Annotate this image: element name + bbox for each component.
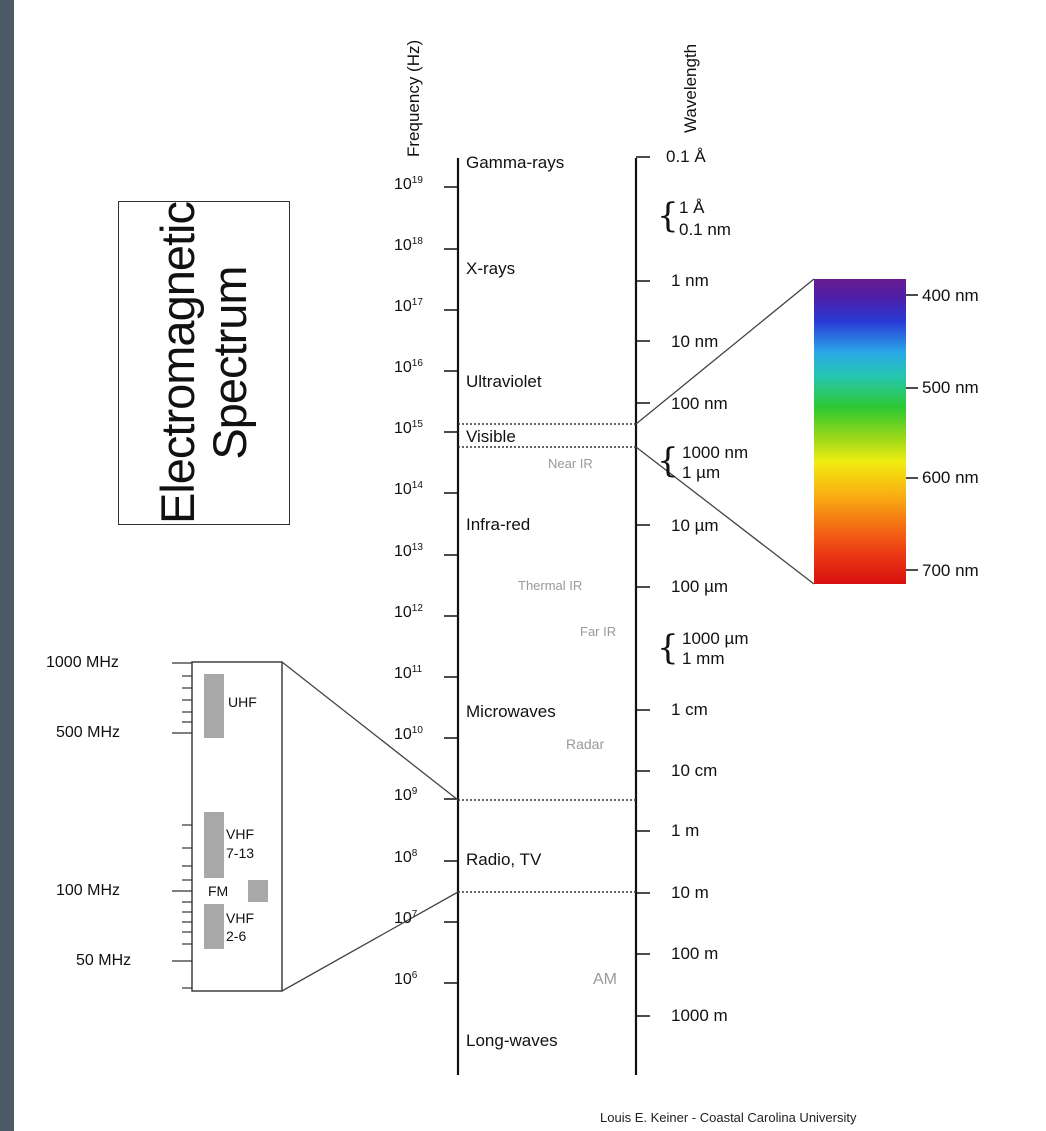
freq-exp: 16	[411, 358, 423, 369]
wl-label: 1 m	[671, 821, 700, 840]
uhf-bar	[204, 674, 224, 738]
freq-exp: 9	[411, 786, 418, 797]
visible-400-label: 400 nm	[922, 286, 979, 305]
wavelength-axis-title: Wavelength	[681, 43, 700, 133]
freq-exp: 17	[411, 297, 423, 308]
band-near-ir: Near IR	[548, 456, 593, 471]
spectrum-graphics	[172, 156, 918, 1075]
freq-exp: 13	[411, 542, 423, 553]
wl-label: 0.1 Å	[666, 147, 706, 166]
band-ultraviolet: Ultraviolet	[466, 372, 542, 391]
freq-exp: 11	[411, 664, 423, 675]
freq-label: 1010	[394, 725, 423, 743]
wl-label: 100 nm	[671, 394, 728, 413]
wl-label: 0.1 nm	[679, 220, 731, 239]
band-radar: Radar	[566, 736, 605, 752]
fm-label: FM	[208, 883, 229, 899]
brace-icon: {	[657, 196, 679, 236]
credit-text: Louis E. Keiner - Coastal Carolina Unive…	[600, 1110, 857, 1125]
vhf-high-label-2: 7-13	[226, 845, 255, 861]
title-line-1: Electromagnetic	[151, 202, 204, 524]
freq-exp: 6	[411, 970, 418, 981]
freq-label: 1015	[394, 419, 423, 437]
freq-exp: 15	[411, 419, 423, 430]
band-visible: Visible	[466, 427, 516, 446]
spectrum-diagram: Electromagnetic Spectrum Frequency (Hz) …	[14, 0, 1046, 1131]
wl-label: 1 µm	[682, 463, 721, 482]
wl-label: 1 nm	[671, 271, 709, 290]
title-line-2: Spectrum	[203, 266, 256, 460]
vhf-low-bar	[204, 904, 224, 949]
frequency-ticks	[444, 186, 458, 984]
wl-label: 1000 µm	[682, 629, 749, 648]
freq-exp: 10	[411, 725, 423, 736]
wl-label: 100 m	[671, 944, 719, 963]
freq-label: 1014	[394, 480, 423, 498]
visible-connectors	[635, 278, 815, 585]
freq-label: 1017	[394, 297, 423, 315]
radio-500mhz-label: 500 MHz	[56, 724, 121, 741]
freq-label: 108	[394, 848, 418, 866]
brace-icon: {	[657, 441, 679, 481]
wl-label: 10 nm	[671, 332, 719, 351]
band-gamma: Gamma-rays	[466, 153, 565, 172]
wl-label: 100 µm	[671, 577, 729, 596]
freq-label: 1019	[394, 175, 423, 193]
freq-label: 109	[394, 786, 418, 804]
freq-label: 106	[394, 970, 418, 988]
wl-label: 10 cm	[671, 761, 718, 780]
fm-bar	[248, 880, 268, 902]
wl-label: 1 Å	[679, 198, 705, 217]
visible-500-label: 500 nm	[922, 378, 979, 397]
band-am: AM	[593, 971, 617, 988]
visible-color-bar	[814, 279, 906, 584]
wl-label: 1000 m	[671, 1006, 728, 1025]
band-far-ir: Far IR	[580, 624, 617, 639]
brace-icon: {	[657, 628, 679, 668]
vhf-low-label-2: 2-6	[226, 928, 247, 944]
freq-label: 1018	[394, 236, 423, 254]
freq-label: 1016	[394, 358, 423, 376]
freq-exp: 8	[411, 848, 418, 859]
freq-label: 1013	[394, 542, 423, 560]
visible-600-label: 600 nm	[922, 468, 979, 487]
diagram-title: Electromagnetic Spectrum	[151, 202, 256, 524]
uhf-label: UHF	[228, 694, 257, 710]
freq-exp: 12	[411, 603, 423, 614]
band-infrared: Infra-red	[466, 515, 531, 534]
radio-50mhz-label: 50 MHz	[76, 952, 132, 969]
freq-exp: 19	[411, 175, 423, 186]
radio-scale-ticks	[172, 662, 192, 989]
freq-label: 107	[394, 909, 418, 927]
visible-700-label: 700 nm	[922, 561, 979, 580]
wl-label: 1000 nm	[682, 443, 749, 462]
wavelength-ticks	[636, 156, 650, 1017]
title-box: Electromagnetic Spectrum	[118, 201, 290, 525]
wl-label: 10 m	[671, 883, 709, 902]
band-xrays: X-rays	[466, 259, 516, 278]
radio-connectors	[281, 661, 459, 992]
band-longwaves: Long-waves	[466, 1031, 558, 1050]
freq-label: 1011	[394, 664, 423, 682]
freq-exp: 7	[411, 909, 418, 920]
vhf-low-label-1: VHF	[226, 910, 254, 926]
band-separators	[458, 423, 636, 893]
frequency-axis-title: Frequency (Hz)	[404, 39, 423, 157]
visible-scale-ticks	[906, 294, 918, 571]
vhf-high-label-1: VHF	[226, 826, 254, 842]
band-thermal-ir: Thermal IR	[518, 578, 583, 593]
wl-label: 1 mm	[682, 649, 725, 668]
band-microwaves: Microwaves	[466, 702, 556, 721]
vhf-high-bar	[204, 812, 224, 878]
band-radio-tv: Radio, TV	[466, 850, 542, 869]
freq-label: 1012	[394, 603, 423, 621]
freq-exp: 14	[411, 480, 423, 491]
freq-exp: 18	[411, 236, 423, 247]
radio-1000mhz-label: 1000 MHz	[46, 654, 119, 671]
wl-label: 1 cm	[671, 700, 708, 719]
wl-label: 10 µm	[671, 516, 719, 535]
radio-100mhz-label: 100 MHz	[56, 882, 121, 899]
